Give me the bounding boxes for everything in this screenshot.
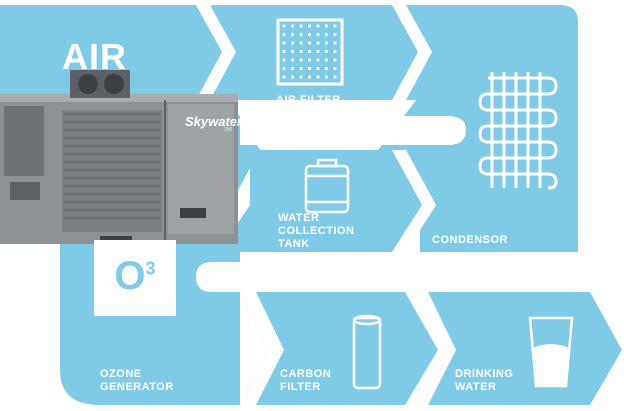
label-carbon-filter: CARBON FILTER <box>280 368 332 393</box>
filter-dot <box>299 75 303 79</box>
filter-dot <box>316 75 320 79</box>
air-filter-icon <box>276 18 344 86</box>
filter-dot <box>282 32 286 37</box>
filter-dot <box>282 66 286 71</box>
lower-channel <box>196 262 598 292</box>
filter-dot <box>307 66 312 71</box>
filter-dot <box>324 58 329 62</box>
chevron-4 <box>240 292 284 405</box>
filter-dot <box>290 41 295 45</box>
filter-dot <box>307 75 312 79</box>
filter-dot <box>282 58 286 62</box>
filter-dot <box>333 41 337 45</box>
filter-dot <box>290 75 295 79</box>
filter-dot <box>333 49 337 54</box>
upper-channel <box>240 116 466 145</box>
filter-dot <box>316 41 320 45</box>
filter-dot <box>324 75 329 79</box>
filter-dot <box>316 66 320 71</box>
filter-dot <box>299 49 303 54</box>
filter-dot <box>333 24 337 28</box>
filter-dot <box>290 24 295 28</box>
brand-logo: Skywater <box>185 114 243 129</box>
filter-dot <box>316 58 320 62</box>
label-drinking-water: DRINKING WATER <box>455 368 514 393</box>
carbon-filter-icon <box>352 314 382 390</box>
filter-dot <box>333 32 337 37</box>
filter-dot <box>324 66 329 71</box>
filter-dot <box>324 49 329 54</box>
filter-dot <box>307 58 312 62</box>
label-air-filter: AIR FILTER <box>276 94 341 106</box>
filter-dot <box>307 49 312 54</box>
top-band <box>0 5 578 252</box>
filter-dot <box>333 75 337 79</box>
filter-dot <box>324 32 329 37</box>
filter-dot <box>316 32 320 37</box>
filter-dot <box>307 32 312 37</box>
machine-image <box>0 70 238 246</box>
filter-dot <box>316 49 320 54</box>
filter-dot <box>299 58 303 62</box>
brand-model: 350 <box>224 127 233 133</box>
filter-dot <box>307 41 312 45</box>
filter-dot <box>290 49 295 54</box>
chevron-6 <box>392 150 436 252</box>
filter-dot <box>282 49 286 54</box>
filter-dot <box>324 41 329 45</box>
filter-dot <box>290 58 295 62</box>
filter-dot <box>290 66 295 71</box>
chevron-5 <box>412 292 456 405</box>
filter-dot <box>299 66 303 71</box>
water-tank-icon <box>304 158 350 214</box>
chevron-1 <box>196 5 236 100</box>
label-condensor: CONDENSOR <box>432 234 509 246</box>
filter-dot <box>299 41 303 45</box>
label-ozone-generator: OZONE GENERATOR <box>100 368 174 393</box>
air-title: AIR <box>62 36 127 77</box>
chevron-2 <box>392 5 432 100</box>
label-water-tank: WATER COLLECTION TANK <box>278 212 355 250</box>
ozone-box: O3 <box>94 240 176 316</box>
filter-dot <box>307 24 312 28</box>
filter-dot <box>299 32 303 37</box>
ozone-symbol: O3 <box>114 254 156 298</box>
filter-dot <box>333 66 337 71</box>
drinking-glass-icon <box>528 316 574 388</box>
filter-dot <box>333 58 337 62</box>
condensor-coil-icon <box>478 72 558 190</box>
bottom-band-1 <box>240 292 438 405</box>
filter-dot <box>290 32 295 37</box>
filter-dot <box>299 24 303 28</box>
filter-dot <box>282 75 286 79</box>
filter-dot <box>324 24 329 28</box>
filter-dot <box>316 24 320 28</box>
filter-dot <box>282 41 286 45</box>
filter-dot <box>282 24 286 28</box>
